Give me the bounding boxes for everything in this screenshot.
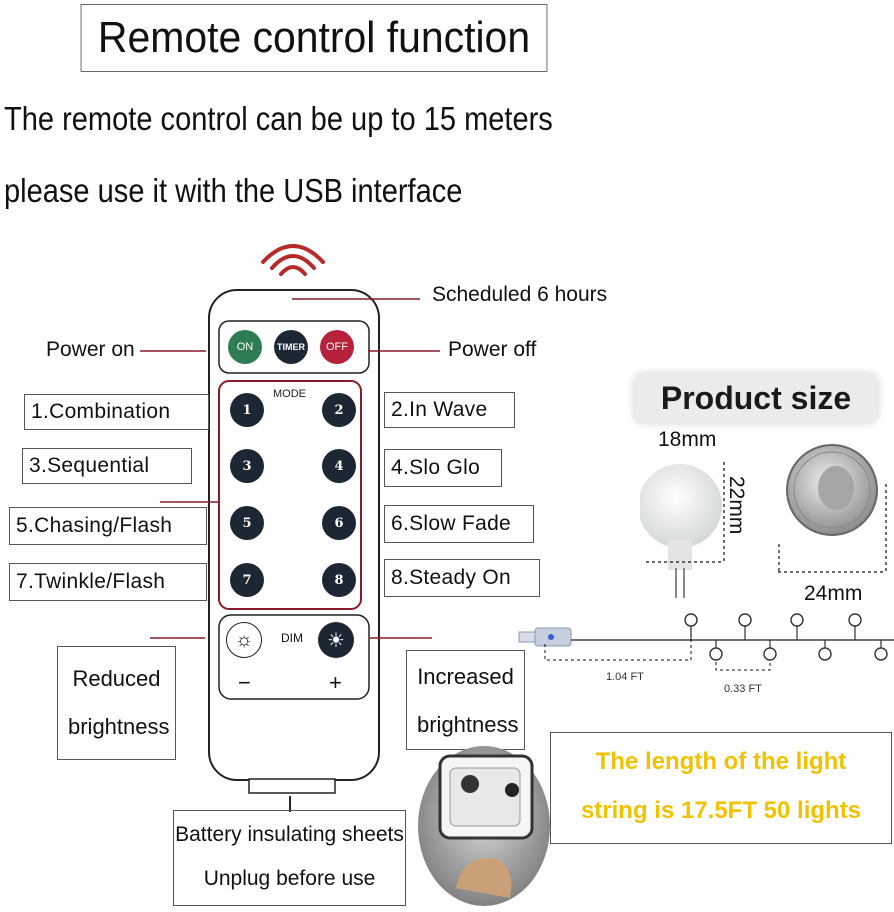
bulb-width-label: 18mm [658, 428, 717, 451]
coin-image [778, 444, 887, 573]
mode-3-label: 3.Sequential [22, 448, 192, 484]
mode-button-3[interactable]: 3 [230, 449, 264, 483]
battery-line1: Battery insulating sheets [175, 823, 404, 846]
segment-2-label: 0.33 FT [724, 683, 762, 695]
battery-line2: Unplug before use [203, 867, 376, 890]
mode-button-5[interactable]: 5 [230, 506, 264, 540]
mode-button-2[interactable]: 2 [322, 393, 356, 427]
mode-button-7[interactable]: 7 [230, 563, 264, 597]
bulb-image [640, 462, 725, 598]
mode-5-label: 5.Chasing/Flash [9, 507, 207, 545]
timer-button[interactable]: TIMER [274, 330, 308, 364]
on-button[interactable]: ON [228, 330, 262, 364]
signal-waves-icon [261, 244, 325, 276]
mode-1-label: 1.Combination [24, 394, 209, 430]
mode-button-6[interactable]: 6 [322, 506, 356, 540]
dim-down-button[interactable]: ☼ [226, 622, 262, 658]
off-button[interactable]: OFF [320, 330, 354, 364]
increased-brightness-box: Increased brightness [406, 650, 525, 750]
length-line1: The length of the light [595, 748, 847, 775]
string-length-box: The length of the light string is 17.5FT… [550, 732, 892, 844]
increased-line2: brightness [417, 712, 519, 737]
plus-label: + [329, 670, 342, 695]
sun-outline-icon: ☼ [234, 628, 254, 651]
mode-button-8[interactable]: 8 [322, 563, 356, 597]
reduced-line2: brightness [68, 714, 170, 739]
page-title: Remote control function [80, 4, 548, 72]
battery-photo [418, 746, 550, 906]
mode-2-label: 2.In Wave [384, 392, 515, 428]
power-on-label: Power on [46, 338, 135, 361]
reduced-line1: Reduced [72, 666, 161, 691]
bulb-height-label: 22mm [725, 476, 748, 535]
range-text: The remote control can be up to 15 meter… [4, 100, 553, 137]
product-size-title: Product size [633, 372, 879, 424]
length-line2: string is 17.5FT 50 lights [580, 797, 862, 824]
battery-box: Battery insulating sheets Unplug before … [173, 810, 406, 906]
mode-button-1[interactable]: 1 [230, 393, 264, 427]
mode-6-label: 6.Slow Fade [384, 505, 534, 543]
remote-control [208, 289, 380, 794]
mode-4-label: 4.Slo Glo [384, 449, 502, 487]
mode-7-label: 7.Twinkle/Flash [9, 563, 207, 601]
dim-up-button[interactable]: ☀ [318, 622, 354, 658]
usb-text: please use it with the USB interface [4, 172, 463, 209]
mode-label: MODE [273, 388, 306, 400]
minus-label: − [238, 670, 251, 695]
mode-button-4[interactable]: 4 [322, 449, 356, 483]
increased-line1: Increased [417, 664, 514, 689]
mode-8-label: 8.Steady On [384, 559, 540, 597]
coin-size-label: 24mm [804, 582, 863, 605]
segment-1-label: 1.04 FT [606, 671, 644, 683]
dim-label: DIM [281, 631, 303, 645]
light-string-diagram [518, 613, 894, 671]
reduced-brightness-box: Reduced brightness [57, 646, 176, 760]
timer-note: Scheduled 6 hours [432, 283, 608, 306]
sun-filled-icon: ☀ [327, 629, 345, 652]
power-off-label: Power off [448, 338, 537, 361]
